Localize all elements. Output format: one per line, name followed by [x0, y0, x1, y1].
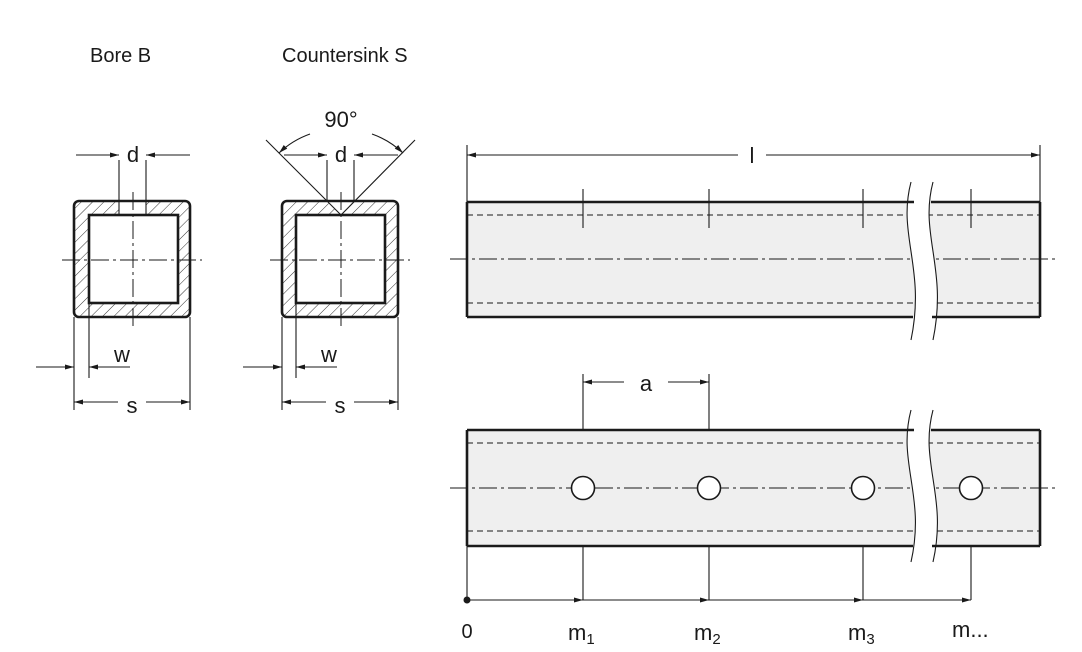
position-dimensions: [463, 596, 971, 604]
bore-s-dimension: s: [74, 393, 190, 418]
origin-label: 0: [461, 621, 472, 643]
hole-4: [958, 475, 984, 501]
bore-w-label: w: [113, 342, 130, 367]
bore-view-title: Bore B: [90, 45, 151, 67]
bore-d-dimension: d: [76, 142, 190, 167]
marker-sub: 1: [586, 631, 594, 648]
bore-profile: [72, 199, 192, 319]
length-label: l: [750, 143, 755, 168]
marker-label-m3: m3: [848, 620, 875, 648]
marker-label-m1: m1: [568, 620, 595, 648]
marker-base: m...: [952, 617, 989, 642]
bore-w-dimension: w: [36, 342, 130, 370]
hole-1: [570, 475, 596, 501]
hole-2: [696, 475, 722, 501]
bore-view: Bore B d w s: [36, 45, 202, 418]
countersink-s-label: s: [335, 393, 346, 418]
countersink-d-label: d: [335, 142, 347, 167]
countersink-d-dimension: d: [284, 142, 398, 167]
side-view: l: [450, 143, 1058, 341]
marker-base: m: [848, 620, 866, 645]
countersink-w-dimension: w: [243, 342, 337, 370]
countersink-w-label: w: [320, 342, 337, 367]
marker-label-m2: m2: [694, 620, 721, 648]
hole-3: [850, 475, 876, 501]
countersink-view-title: Countersink S: [282, 45, 408, 67]
countersink-s-dimension: s: [282, 393, 398, 418]
countersink-view: Countersink S 90° d: [243, 45, 416, 418]
marker-base: m: [568, 620, 586, 645]
marker-sub: 3: [866, 631, 874, 648]
pitch-dimension: a: [583, 371, 709, 396]
pitch-label: a: [640, 371, 653, 396]
length-dimension: l: [467, 143, 1040, 168]
countersink-angle-dimension: 90°: [278, 107, 404, 154]
marker-label-mn: m...: [952, 617, 989, 642]
bore-d-label: d: [127, 142, 139, 167]
marker-base: m: [694, 620, 712, 645]
countersink-angle-label: 90°: [324, 107, 357, 132]
top-view: a 0 m1 m2 m3 m...: [450, 371, 1058, 648]
countersink-profile: [280, 199, 400, 319]
marker-sub: 2: [712, 631, 720, 648]
bore-s-label: s: [127, 393, 138, 418]
